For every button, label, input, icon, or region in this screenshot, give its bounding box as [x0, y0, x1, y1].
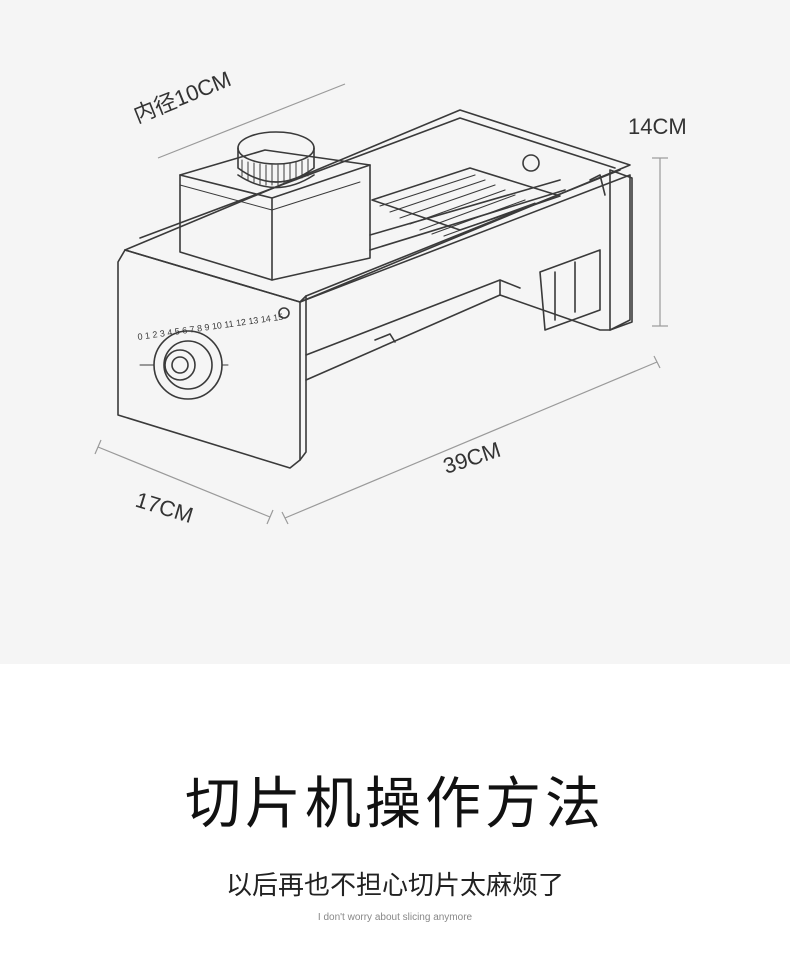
operation-section: 切片机操作方法 以后再也不担心切片太麻烦了 I don't worry abou…	[0, 664, 790, 970]
section-subtitle: 以后再也不担心切片太麻烦了	[225, 871, 564, 901]
food-hopper	[179, 149, 371, 281]
section-caption: I don't worry about slicing anymore	[317, 912, 473, 923]
back-plate	[609, 169, 633, 331]
dial-scale: 0 1 2 3 4 5 6 7 8 9 10 11 12 13 14 15	[137, 312, 284, 342]
lower-rail	[305, 279, 521, 356]
pusher-top	[237, 131, 315, 165]
back-support	[539, 249, 601, 331]
front-plate	[117, 249, 301, 469]
front-plate-side	[124, 249, 307, 461]
slicer-line-drawing: 0 1 2 3 4 5 6 7 8 9 10 11 12 13 14 15	[94, 83, 668, 525]
section-title: 切片机操作方法	[185, 772, 605, 837]
rail-right	[299, 174, 631, 331]
height-label: 14CM	[628, 114, 687, 139]
product-diagram: 0 1 2 3 4 5 6 7 8 9 10 11 12 13 14 15 内径…	[94, 66, 687, 529]
blade-grate	[371, 167, 561, 231]
pusher-body	[237, 147, 315, 183]
